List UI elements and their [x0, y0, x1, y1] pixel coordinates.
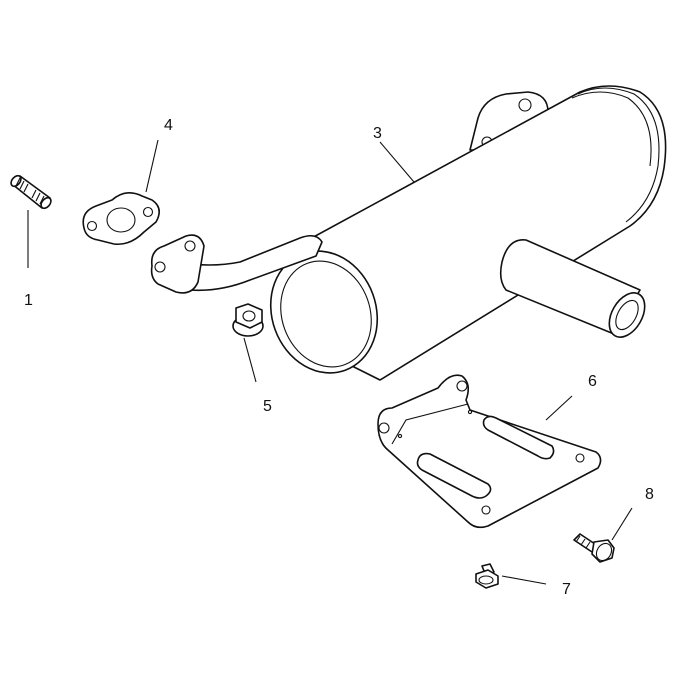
callout-labels: 1 3 4 5 6 7 8: [24, 117, 654, 598]
callout-8: 8: [645, 486, 654, 503]
flange-nut-icon: [232, 303, 264, 337]
callout-4: 4: [164, 117, 173, 134]
callout-5: 5: [263, 398, 272, 415]
muffler: [269, 85, 667, 381]
callout-1: 1: [24, 292, 33, 309]
small-bolt-icon: [475, 563, 499, 589]
callout-3: 3: [373, 125, 382, 142]
flange-bolt-icon: [573, 533, 615, 563]
leader-lines: [27, 139, 633, 585]
exhaust-gasket-icon: [82, 192, 160, 246]
mounting-bracket-icon: [377, 374, 602, 529]
threaded-stud-icon: [10, 174, 52, 210]
callout-7: 7: [562, 581, 571, 598]
muffler-inlet-pipe: [150, 234, 323, 294]
callout-6: 6: [588, 373, 597, 390]
